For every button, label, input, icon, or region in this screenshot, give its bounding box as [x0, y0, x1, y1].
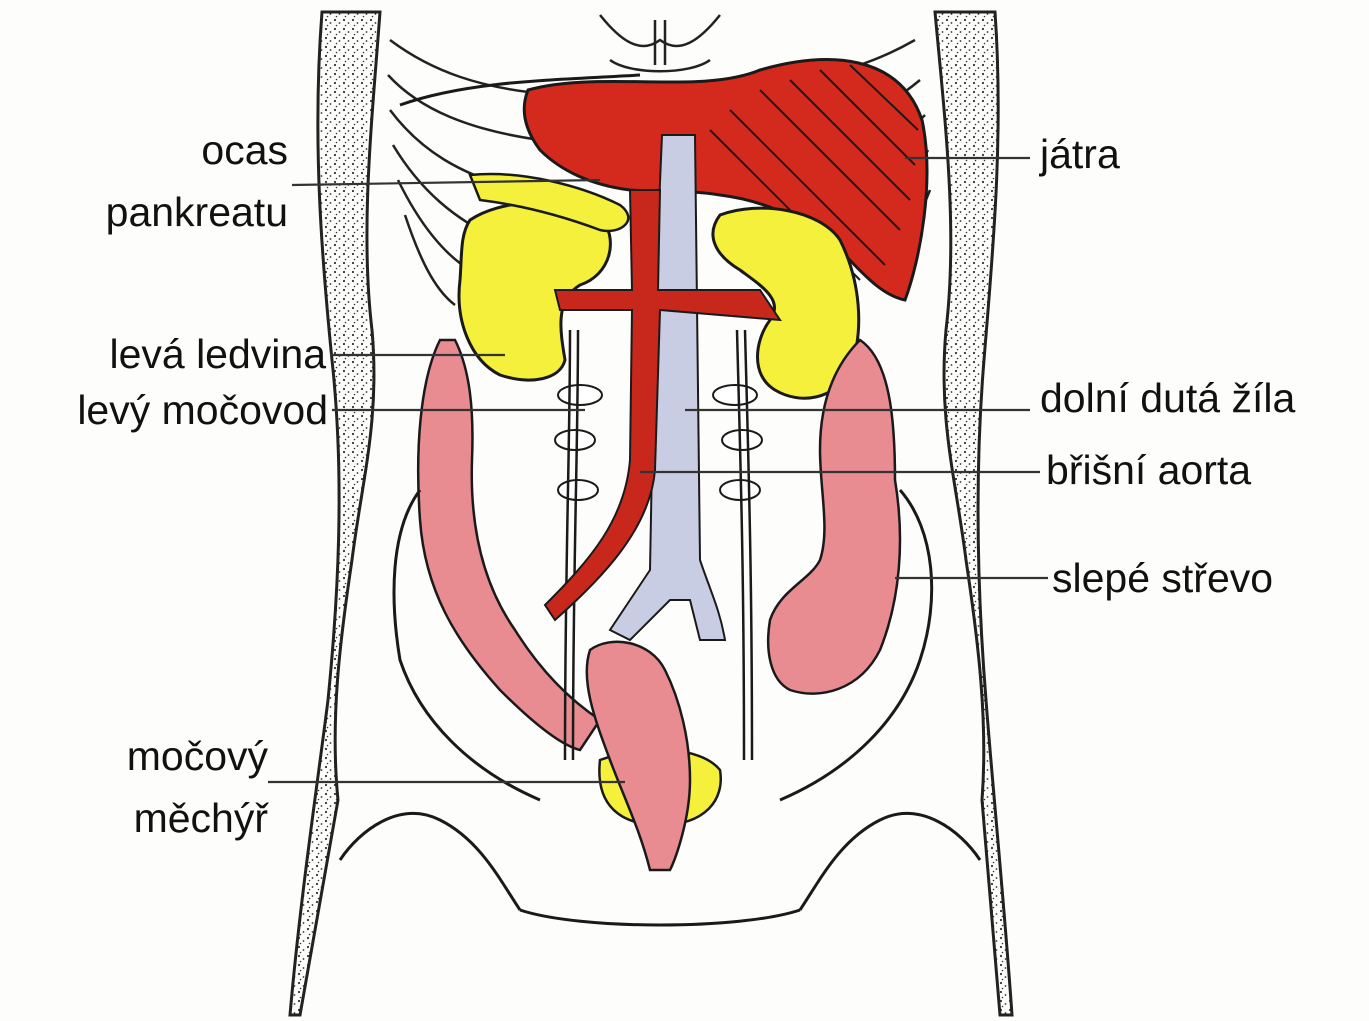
- label-leva-ledvina: levá ledvina: [20, 330, 326, 378]
- label-brisni-aorta: břišní aorta: [1046, 446, 1251, 494]
- rectum: [587, 642, 690, 870]
- label-slepe-strevo: slepé střevo: [1052, 554, 1273, 602]
- label-ocas: ocas: [150, 126, 288, 174]
- label-levy-mocovod: levý močovod: [8, 386, 328, 434]
- label-mocovy: močový: [60, 732, 268, 780]
- label-jatra: játra: [1040, 130, 1120, 178]
- label-mechyr: měchýř: [60, 794, 268, 842]
- label-pankreatu: pankreatu: [40, 188, 288, 236]
- label-dolni-duta-zila: dolní dutá žíla: [1040, 374, 1295, 422]
